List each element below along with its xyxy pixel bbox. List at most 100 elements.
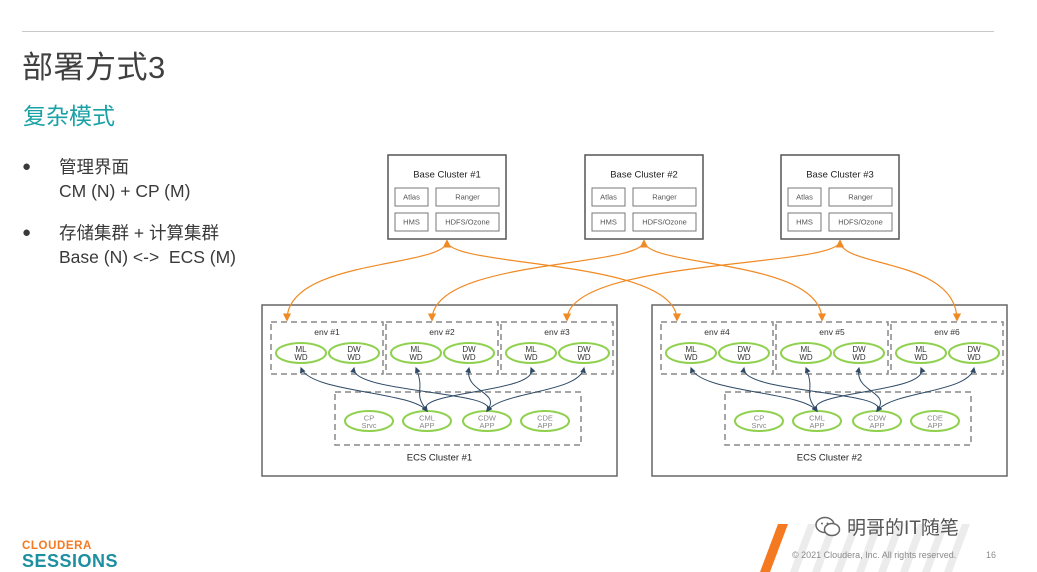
service-label: Ranger bbox=[455, 193, 480, 202]
top-divider bbox=[22, 31, 994, 32]
env-label: env #5 bbox=[819, 327, 845, 337]
service-box bbox=[591, 212, 626, 232]
service-label: HMS bbox=[796, 218, 813, 227]
dw-to-cdw-arrow bbox=[876, 366, 976, 412]
service-box bbox=[435, 212, 500, 232]
service-label: Atlas bbox=[403, 193, 420, 202]
bullet-line: Base (N) <-> ECS (M) bbox=[59, 247, 236, 267]
copyright: © 2021 Cloudera, Inc. All rights reserve… bbox=[792, 550, 957, 560]
service-label: HDFS/Ozone bbox=[445, 218, 490, 227]
logo-bottom-text: SESSIONS bbox=[22, 551, 119, 571]
service-box bbox=[632, 187, 697, 207]
service-box bbox=[828, 187, 893, 207]
base-env-arrows bbox=[282, 239, 962, 322]
service-box bbox=[394, 212, 429, 232]
env-label: env #2 bbox=[429, 327, 455, 337]
bullet-line: CM (N) + CP (M) bbox=[59, 181, 191, 201]
page-number: 16 bbox=[986, 550, 997, 560]
base-env-arrow bbox=[562, 239, 845, 322]
wechat-icon bbox=[815, 516, 841, 536]
dw-to-cdw-arrow bbox=[486, 366, 586, 412]
service-label: Ranger bbox=[848, 193, 873, 202]
env-label: env #1 bbox=[314, 327, 340, 337]
service-box bbox=[394, 187, 429, 207]
bullet-line: 存储集群 + 计算集群 bbox=[59, 223, 219, 243]
service-label: Atlas bbox=[796, 193, 813, 202]
base-cluster-title: Base Cluster #1 bbox=[413, 169, 481, 180]
bullet-dot-icon: ● bbox=[22, 224, 32, 241]
watermark: 明哥的IT随笔 bbox=[815, 513, 959, 540]
base-cluster-title: Base Cluster #3 bbox=[806, 169, 874, 180]
ecs-cluster-title: ECS Cluster #2 bbox=[797, 452, 862, 463]
service-label: HMS bbox=[600, 218, 617, 227]
workload-oval bbox=[390, 342, 442, 364]
workload-oval bbox=[895, 342, 947, 364]
service-label: HDFS/Ozone bbox=[642, 218, 687, 227]
bullet-list: ● 管理界面 CM (N) + CP (M) ● 存储集群 + 计算集群 Bas… bbox=[22, 155, 236, 287]
service-label: HMS bbox=[403, 218, 420, 227]
workload-oval bbox=[718, 342, 770, 364]
watermark-text: 明哥的IT随笔 bbox=[847, 518, 959, 539]
env-label: env #6 bbox=[934, 327, 960, 337]
bullet-line: 管理界面 bbox=[59, 157, 129, 177]
base-env-arrow bbox=[835, 239, 962, 322]
service-box bbox=[828, 212, 893, 232]
env-label: env #4 bbox=[704, 327, 730, 337]
workload-oval bbox=[833, 342, 885, 364]
workload-oval bbox=[780, 342, 832, 364]
bullet-item: ● 存储集群 + 计算集群 Base (N) <-> ECS (M) bbox=[22, 221, 236, 269]
logo-top-text: CLOUDERA bbox=[22, 540, 92, 552]
workload-oval bbox=[328, 342, 380, 364]
workload-oval bbox=[665, 342, 717, 364]
workload-oval bbox=[505, 342, 557, 364]
service-box bbox=[435, 187, 500, 207]
service-box bbox=[632, 212, 697, 232]
env-label: env #3 bbox=[544, 327, 570, 337]
stripe-gray-group bbox=[790, 524, 970, 572]
base-cluster-title: Base Cluster #2 bbox=[610, 169, 678, 180]
workload-oval bbox=[948, 342, 1000, 364]
cloudera-sessions-logo: CLOUDERA SESSIONS bbox=[22, 540, 118, 571]
service-box bbox=[787, 212, 822, 232]
stripe-orange bbox=[760, 524, 788, 572]
service-label: Atlas bbox=[600, 193, 617, 202]
workload-oval bbox=[558, 342, 610, 364]
service-box bbox=[591, 187, 626, 207]
workload-oval bbox=[443, 342, 495, 364]
footer-stripes bbox=[760, 524, 970, 572]
ecs-cluster-title: ECS Cluster #1 bbox=[407, 452, 472, 463]
workload-oval bbox=[275, 342, 327, 364]
workload-app-arrows bbox=[300, 366, 976, 412]
service-label: Ranger bbox=[652, 193, 677, 202]
